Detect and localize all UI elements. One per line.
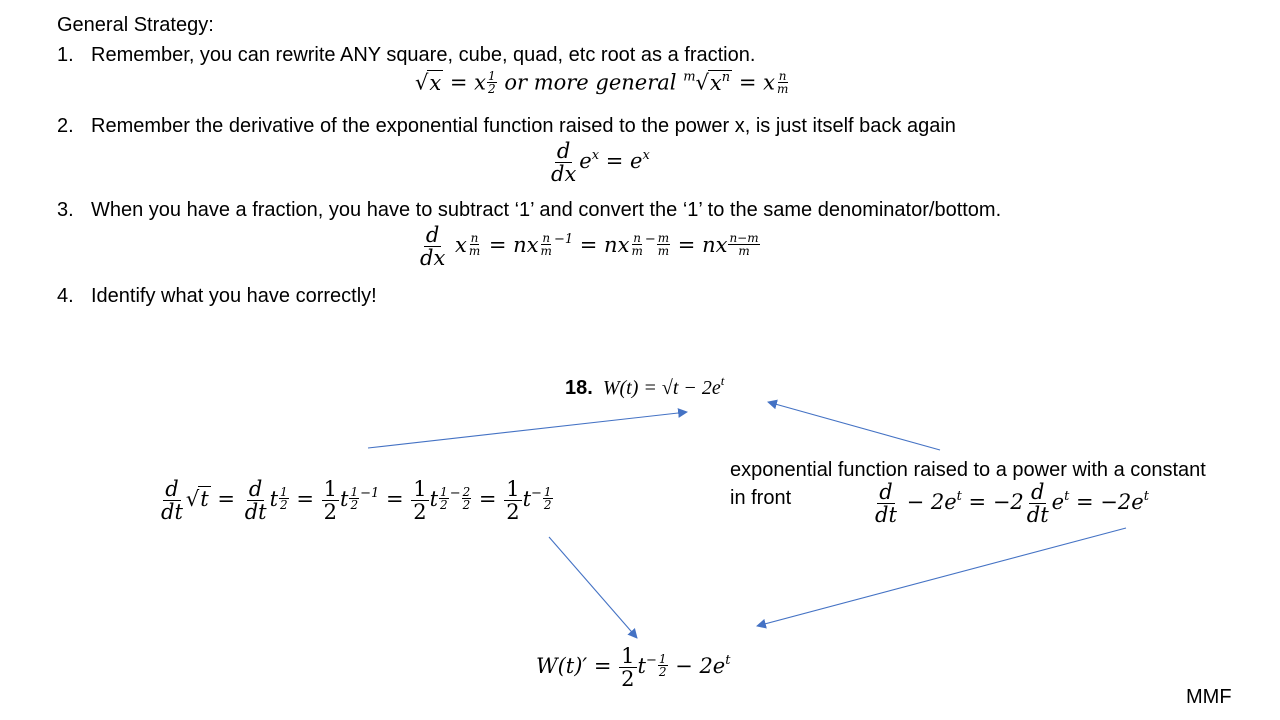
- step-2-text: Remember the derivative of the exponenti…: [91, 115, 956, 137]
- step-4-text: Identify what you have correctly!: [91, 285, 377, 307]
- step-2: 2. Remember the derivative of the exponen…: [57, 114, 956, 138]
- step-1-number: 1.: [57, 44, 74, 66]
- step-4-number: 4.: [57, 285, 74, 307]
- step-1: 1. Remember, you can rewrite ANY square, …: [57, 43, 755, 67]
- note-line-1: exponential function raised to a power w…: [730, 459, 1206, 481]
- signature: MMF: [1186, 686, 1232, 708]
- step-3-number: 3.: [57, 199, 74, 221]
- problem-number: 18.: [565, 377, 593, 399]
- problem-18: 18. W(t) = √t − 2et: [565, 372, 725, 399]
- heading: General Strategy:: [57, 14, 214, 36]
- step-3: 3. When you have a fraction, you have to …: [57, 198, 1001, 222]
- step-1-text: Remember, you can rewrite ANY square, cu…: [91, 44, 756, 66]
- step-3-text: When you have a fraction, you have to su…: [91, 199, 1002, 221]
- arrow-exp-to-answer: [756, 527, 1127, 629]
- equation-words: or more general: [504, 70, 677, 95]
- note-line-2: in front: [730, 487, 792, 509]
- step-2-number: 2.: [57, 115, 74, 137]
- step-4: 4. Identify what you have correctly!: [57, 284, 377, 308]
- arrow-note-to-problem: [767, 399, 941, 451]
- problem-expression: W(t) = √t − 2e: [602, 377, 721, 399]
- arrow-sqrt-to-problem: [367, 408, 688, 449]
- arrow-sqrt-to-answer: [548, 536, 638, 639]
